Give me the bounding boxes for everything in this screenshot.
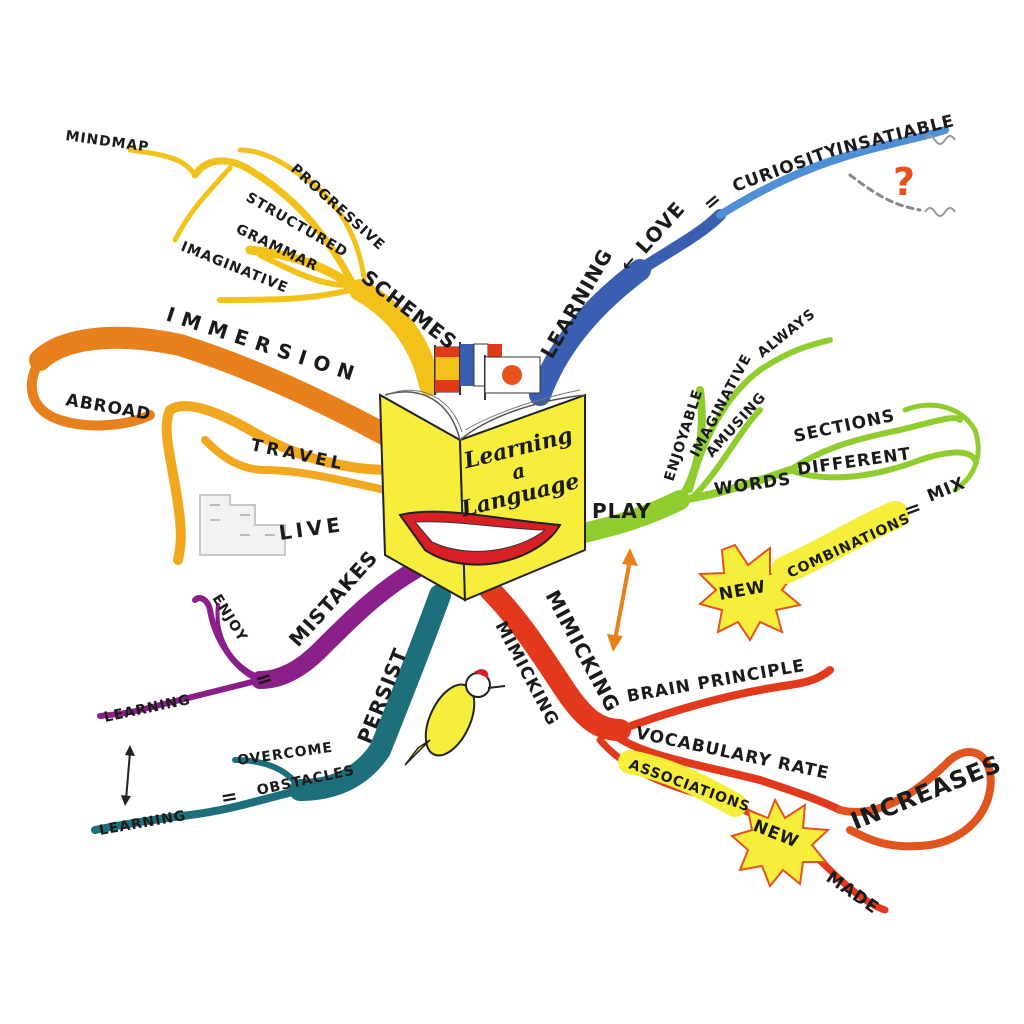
woodpecker-illustration [404,669,506,766]
combinations-highlight [771,501,909,584]
label-play: PLAY [592,499,651,523]
double-arrow-black [121,745,135,806]
persist-branch [91,584,451,834]
immersion-branch [26,326,406,565]
label-mix: MIX [924,473,968,506]
learning-love-branch [529,126,949,406]
label-enjoy: ENJOY [209,592,251,645]
schemes-branch [127,147,441,396]
center-book: Learning a Language [378,342,586,602]
label-increases: INCREASES [847,750,1006,836]
double-arrow-orange [607,548,638,652]
label-learning-persist: LEARNING [98,808,188,839]
label-equals-persist: = [219,783,241,810]
label-equals-mistakes: = [252,664,276,692]
label-mindmap: MINDMAP [64,128,150,156]
label-sections: SECTIONS [792,406,897,447]
label-live: LIVE [277,512,345,545]
play-branch [565,337,981,545]
label-words: WORDS [713,469,793,500]
mistakes-branch [97,561,424,719]
new-burst-mimicking [729,797,831,888]
label-made: MADE [822,868,882,919]
book-title-line2: a [509,458,527,484]
label-curiosity: CURIOSITY [730,140,842,197]
question-mark-icon: ? [893,160,915,204]
label-overcome: OVERCOME [236,740,334,769]
label-learning-mistakes: LEARNING [103,692,193,726]
building-sketch [199,494,286,556]
curiosity-scribble [924,135,956,217]
associations-highlight [618,750,747,817]
